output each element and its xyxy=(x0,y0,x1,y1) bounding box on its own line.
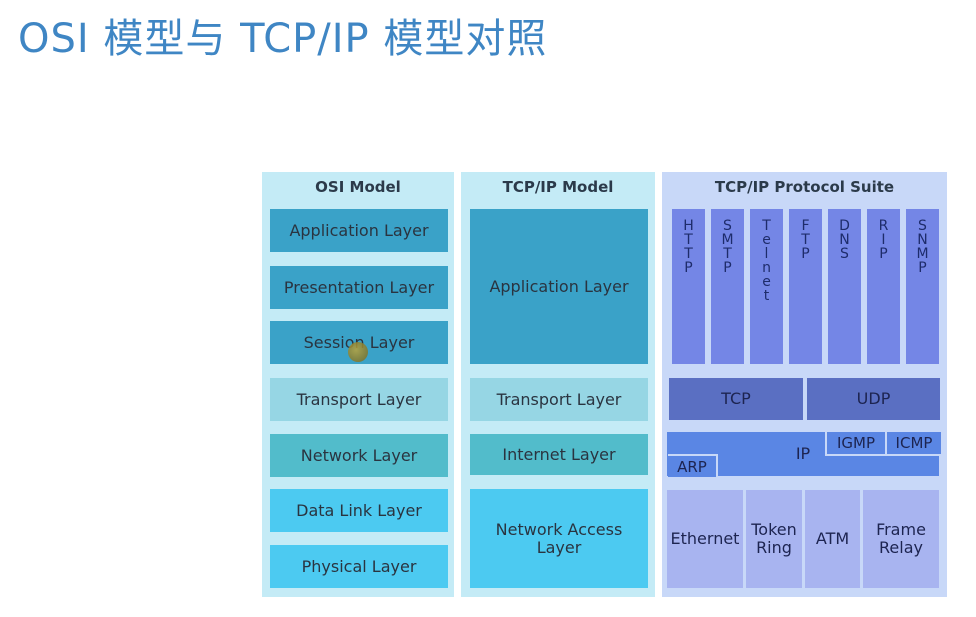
protocol-suite-heading: TCP/IP Protocol Suite xyxy=(714,178,895,196)
tcpip-network-access-layer: Network Access Layer xyxy=(470,489,648,588)
tcpip-application-layer: Application Layer xyxy=(470,209,648,364)
protocol-arp: ARP xyxy=(668,454,718,477)
protocol-token-ring: Token Ring xyxy=(746,490,802,588)
osi-panel: OSI Model Application Layer Presentation… xyxy=(262,172,454,597)
protocol-igmp: IGMP xyxy=(825,432,885,456)
protocol-frame-relay: Frame Relay xyxy=(863,490,939,588)
mouse-cursor-highlight xyxy=(348,342,368,362)
tcpip-model-heading: TCP/IP Model xyxy=(502,178,614,196)
protocol-icmp: ICMP xyxy=(885,432,941,456)
protocol-tcp: TCP xyxy=(669,378,803,420)
osi-application-layer: Application Layer xyxy=(270,209,448,252)
protocol-udp: UDP xyxy=(807,378,940,420)
osi-presentation-layer: Presentation Layer xyxy=(270,266,448,309)
osi-network-layer: Network Layer xyxy=(270,434,448,477)
tcpip-transport-layer: Transport Layer xyxy=(470,378,648,421)
protocol-ip-label: IP xyxy=(795,444,811,463)
page-title: OSI 模型与 TCP/IP 模型对照 xyxy=(18,16,548,62)
osi-physical-layer: Physical Layer xyxy=(270,545,448,588)
protocol-atm: ATM xyxy=(805,490,860,588)
osi-data-link-layer: Data Link Layer xyxy=(270,489,448,532)
tcpip-internet-layer: Internet Layer xyxy=(470,434,648,475)
protocol-ethernet: Ethernet xyxy=(667,490,743,588)
osi-transport-layer: Transport Layer xyxy=(270,378,448,421)
osi-heading: OSI Model xyxy=(315,178,401,196)
tcpip-model-panel: TCP/IP Model Application Layer Transport… xyxy=(461,172,655,597)
